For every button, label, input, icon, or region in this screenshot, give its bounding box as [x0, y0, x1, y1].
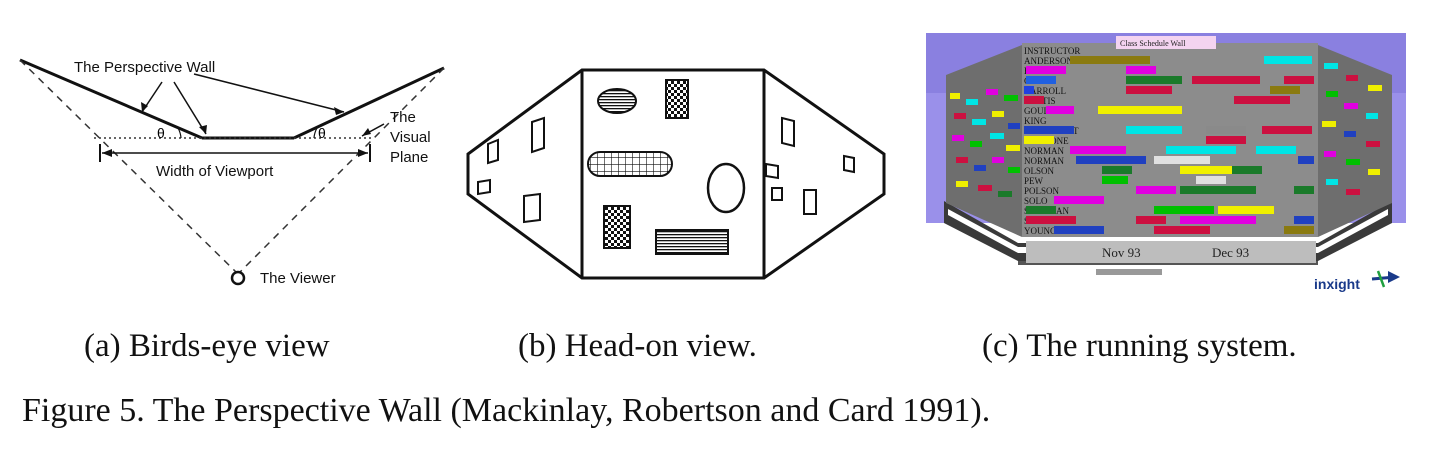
date-label-dec: Dec 93: [1212, 245, 1249, 260]
schedule-bars: [1024, 56, 1314, 234]
instructor-name: POLSON: [1024, 186, 1060, 196]
instructor-name: KING: [1024, 116, 1047, 126]
instructor-name: INSTRUCTOR: [1024, 46, 1080, 56]
caption-c: (c) The running system.: [982, 328, 1297, 364]
instructor-name: CARROLL: [1024, 86, 1066, 96]
viewer-icon: [230, 270, 246, 286]
instructor-name: NORMAN: [1024, 146, 1065, 156]
theta-right-label: θ: [318, 125, 326, 141]
instructor-name: SOLO: [1024, 196, 1048, 206]
date-label-nov: Nov 93: [1102, 245, 1141, 260]
instructor-name: OLSON: [1024, 166, 1055, 176]
wall-title: Class Schedule Wall: [1120, 39, 1186, 48]
theta-left-label: θ: [157, 125, 165, 141]
visual-plane-label-1: The: [390, 109, 416, 126]
viewport-width-label: Width of Viewport: [156, 163, 274, 180]
figure-title: Figure 5. The Perspective Wall (Mackinla…: [22, 392, 991, 429]
instructor-name: GOULD: [1024, 106, 1056, 116]
perspective-wall-label: The Perspective Wall: [74, 59, 215, 76]
instructor-name: NORMAN: [1024, 156, 1065, 166]
right-wall-bars: [1322, 63, 1382, 195]
instructor-name: YOUNG: [1024, 226, 1057, 236]
instructor-name: ANDERSON: [1024, 56, 1074, 66]
caption-b: (b) Head-on view.: [518, 328, 757, 364]
head-on-diagram: [466, 68, 886, 280]
instructor-name: PEW: [1024, 176, 1044, 186]
caption-a: (a) Birds-eye view: [84, 328, 330, 364]
inxight-logo-icon: [1371, 270, 1400, 288]
inxight-logo: inxight: [1314, 276, 1360, 292]
visual-plane-label-2: Visual: [390, 129, 431, 146]
viewer-label: The Viewer: [260, 270, 336, 287]
running-system-screenshot: Nov 93 Dec 93 Class Schedule Wall INSTRU…: [926, 33, 1406, 295]
left-wall-bars: [950, 89, 1020, 197]
visual-plane-label-3: Plane: [390, 149, 428, 166]
birds-eye-diagram: θ θ The Perspective Wall The Visual Plan…: [19, 58, 445, 287]
